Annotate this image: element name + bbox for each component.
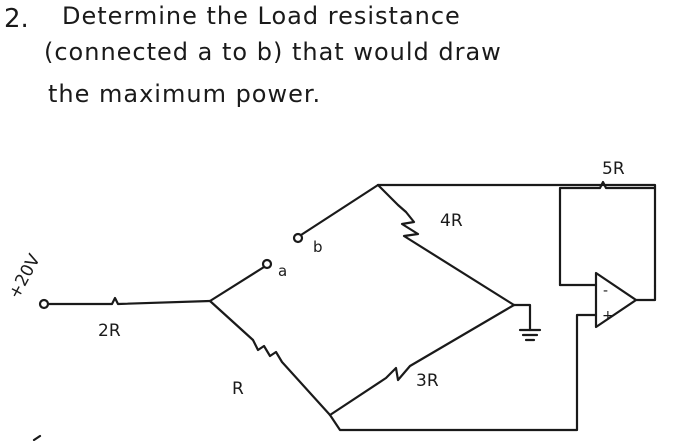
resistor-r bbox=[208, 299, 332, 417]
op-amp-plus-label: + bbox=[602, 308, 614, 324]
resistor-3r bbox=[328, 303, 516, 417]
terminal-a bbox=[261, 258, 273, 270]
wire-to-ground bbox=[512, 303, 532, 332]
terminal-a-label: a bbox=[278, 262, 287, 280]
resistor-5r-label: 5R bbox=[602, 159, 625, 179]
resistor-5r bbox=[558, 180, 657, 287]
wire-to-a bbox=[208, 265, 266, 303]
resistor-r-label: R bbox=[232, 379, 244, 399]
op-amp-minus-label: - bbox=[603, 283, 608, 299]
terminal-b-label: b bbox=[313, 238, 323, 256]
wire-op-amp-output bbox=[634, 284, 657, 302]
terminal-b bbox=[292, 232, 304, 244]
problem-text-line-3: the maximum power. bbox=[48, 80, 322, 108]
problem-text-line-1: Determine the Load resistance bbox=[62, 2, 461, 30]
bottom-mark bbox=[32, 434, 42, 441]
source-terminal bbox=[38, 298, 50, 310]
resistor-4r-label: 4R bbox=[440, 211, 463, 231]
op-amp-triangle bbox=[594, 271, 638, 329]
source-voltage-label: +20V bbox=[5, 251, 45, 303]
problem-text-line-2: (connected a to b) that would draw bbox=[44, 38, 502, 66]
wire-noninverting-input bbox=[328, 313, 598, 432]
resistor-2r bbox=[46, 296, 212, 306]
wire-from-b bbox=[299, 183, 380, 237]
problem-number: 2. bbox=[4, 4, 29, 34]
resistor-4r bbox=[376, 183, 516, 307]
wire-top bbox=[376, 183, 657, 288]
ground-icon bbox=[518, 328, 542, 342]
resistor-3r-label: 3R bbox=[416, 371, 439, 391]
resistor-2r-label: 2R bbox=[98, 321, 121, 341]
